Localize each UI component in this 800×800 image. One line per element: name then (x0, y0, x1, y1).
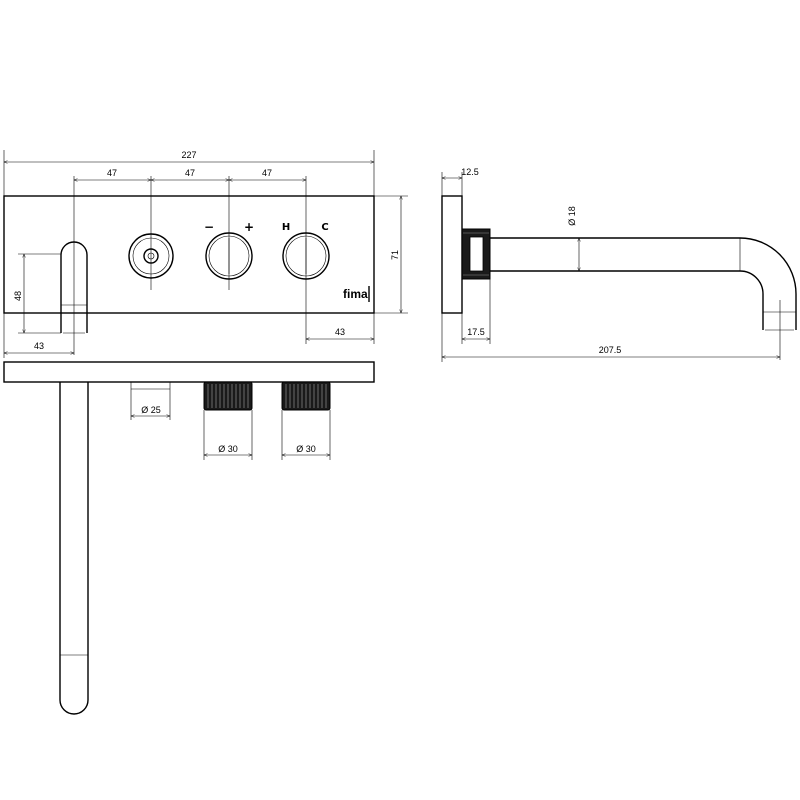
side-collar (461, 228, 491, 280)
dim-spout-height: 48 (13, 253, 61, 334)
top-view: Ø 25 Ø 30 Ø 30 (3, 361, 375, 715)
cold-symbol: C (321, 222, 328, 233)
top-spout (59, 382, 89, 715)
dim-spout-diameter: Ø 18 (567, 206, 579, 271)
front-wall-plate (3, 195, 375, 314)
top-diverter-stub (130, 382, 171, 420)
dim-label-47-b: 47 (185, 168, 195, 178)
brand-logo: fima (343, 287, 368, 301)
dim-handle-diameter-1: Ø 30 (203, 410, 253, 460)
top-temperature-handle (281, 381, 331, 411)
dim-logo-offset: 43 (305, 290, 375, 344)
front-view: − + H C fima 227 47 47 47 (3, 150, 408, 358)
dim-height: 71 (374, 195, 408, 314)
dim-plate-thickness: 12.5 (441, 167, 479, 196)
dim-label-d25: Ø 25 (141, 405, 161, 415)
plus-symbol: + (244, 220, 254, 234)
hot-symbol: H (282, 222, 290, 233)
dim-spout-offset: 43 (3, 313, 74, 358)
dim-label-227: 227 (181, 150, 196, 160)
dim-spacings: 47 47 47 (74, 168, 306, 180)
side-wall-plate (441, 195, 463, 314)
dim-label-43-logo: 43 (335, 327, 345, 337)
side-spout (490, 237, 797, 330)
dim-label-48: 48 (13, 291, 23, 301)
dim-label-d18: Ø 18 (567, 206, 577, 226)
dim-label-12-5: 12.5 (461, 167, 479, 177)
top-wall-plate (3, 361, 375, 383)
dim-overall-width: 227 (3, 150, 375, 196)
dim-label-71: 71 (390, 250, 400, 260)
dim-label-d30-a: Ø 30 (218, 444, 238, 454)
dim-label-47-c: 47 (262, 168, 272, 178)
dim-handle-diameter-2: Ø 30 (281, 410, 331, 460)
dim-wall-offset: 17.5 (461, 279, 491, 344)
dim-diverter-diameter: Ø 25 (131, 405, 170, 416)
front-centerlines (73, 176, 307, 355)
dim-label-d30-b: Ø 30 (296, 444, 316, 454)
dim-label-207-5: 207.5 (599, 345, 622, 355)
dim-label-47-a: 47 (107, 168, 117, 178)
dim-label-17-5: 17.5 (467, 327, 485, 337)
dim-spout-projection: 207.5 (441, 313, 780, 362)
minus-symbol: − (204, 220, 214, 234)
dim-label-43-spout: 43 (34, 341, 44, 351)
top-volume-handle (203, 381, 253, 411)
side-view: 12.5 Ø 18 17.5 207.5 (441, 167, 797, 362)
